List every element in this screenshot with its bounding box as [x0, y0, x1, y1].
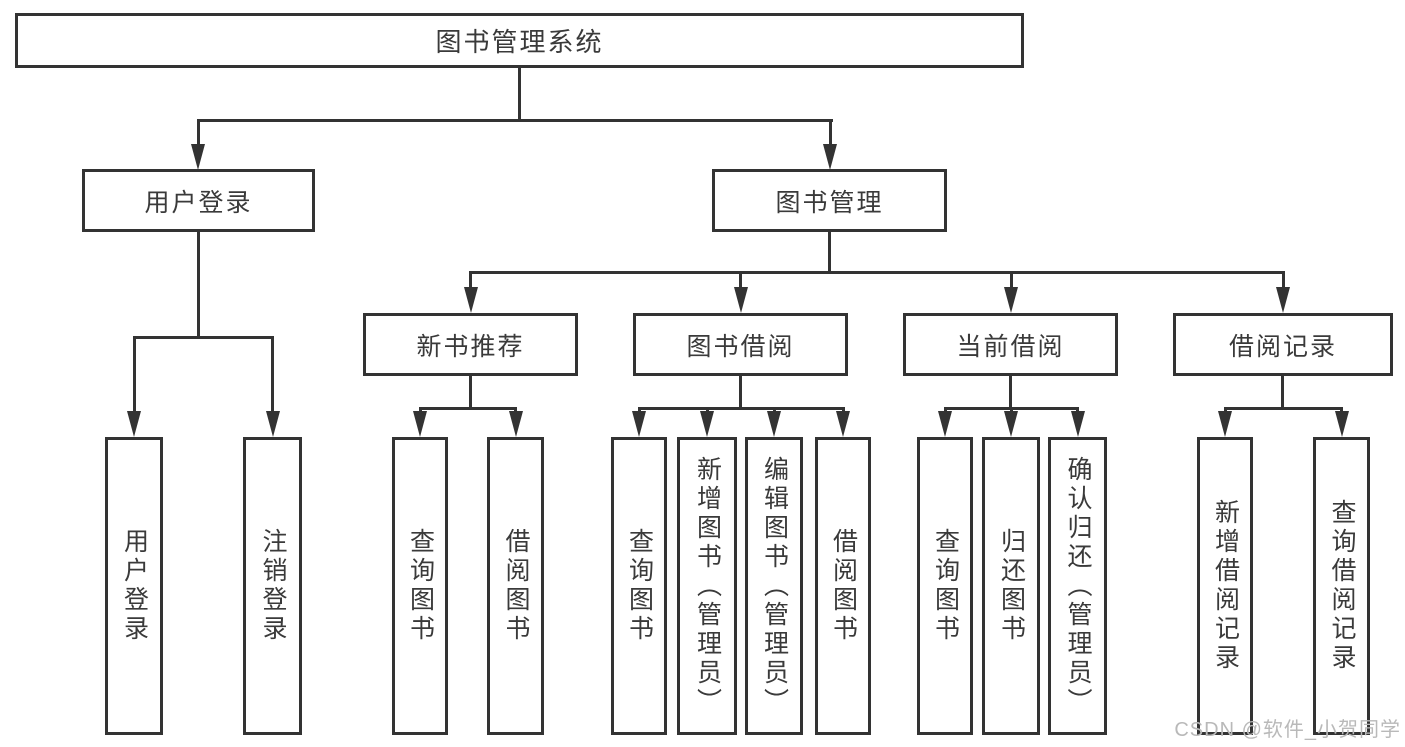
- leaf-borrow-books-borrowing: 借阅图书: [815, 437, 871, 735]
- connector-groupD-stem-2: [1340, 407, 1343, 413]
- node-label: 用户登录: [144, 188, 253, 217]
- arrowhead-icon: [413, 411, 427, 437]
- leaf-query-books-current: 查询图书: [917, 437, 973, 735]
- connector-mgmt-drop: [828, 230, 831, 274]
- leaf-borrow-books-recommend: 借阅图书: [487, 437, 544, 735]
- arrowhead-icon: [700, 411, 714, 437]
- leaf-confirm-return-admin: 确认归还（管理员）: [1048, 437, 1107, 735]
- leaf-user-login: 用户登录: [105, 437, 163, 735]
- arrowhead-icon: [1004, 411, 1018, 437]
- leaf-logout: 注销登录: [243, 437, 302, 735]
- arrowhead-icon: [266, 411, 280, 437]
- leaf-query-borrow-record: 查询借阅记录: [1313, 437, 1370, 735]
- node-label: 图书管理: [775, 188, 884, 217]
- arrowhead-icon: [836, 411, 850, 437]
- connector-login-stem-right: [271, 336, 274, 412]
- node-root-label: 图书管理系统: [435, 27, 604, 57]
- leaf-label: 新增借阅记录: [1211, 499, 1240, 673]
- leaf-label: 编辑图书（管理员）: [760, 455, 789, 717]
- connector-groupD-drop: [1281, 374, 1284, 410]
- node-label: 图书借阅: [686, 332, 795, 361]
- leaf-label: 新增图书（管理员）: [693, 455, 722, 717]
- connector-login-hline: [133, 336, 274, 339]
- connector-groupC-stem-1: [944, 407, 947, 413]
- leaf-label: 查询图书: [931, 528, 960, 644]
- connector-groupA-drop: [469, 374, 472, 410]
- leaf-label: 查询借阅记录: [1328, 499, 1356, 673]
- connector-groupA-stem-2: [514, 407, 517, 413]
- connector-mgmt-stem-1: [469, 271, 472, 289]
- connector-mgmt-hline: [469, 271, 1285, 274]
- connector-root-drop: [518, 66, 521, 122]
- arrowhead-icon: [767, 411, 781, 437]
- arrowhead-icon: [734, 287, 748, 313]
- connector-groupB-stem-2: [706, 407, 709, 413]
- arrowhead-icon: [632, 411, 646, 437]
- arrowhead-icon: [191, 144, 205, 170]
- leaf-label: 借阅图书: [829, 528, 858, 644]
- connector-groupB-stem-1: [638, 407, 641, 413]
- arrowhead-icon: [1071, 411, 1085, 437]
- leaf-label: 查询图书: [625, 528, 654, 644]
- connector-groupC-stem-2: [1010, 407, 1013, 413]
- connector-mgmt-stem-2: [739, 271, 742, 289]
- arrowhead-icon: [1276, 287, 1290, 313]
- connector-mgmt-stem-3: [1010, 271, 1013, 289]
- connector-mgmt-stem-4: [1282, 271, 1285, 289]
- connector-groupB-hline: [638, 407, 845, 410]
- leaf-add-borrow-record: 新增借阅记录: [1197, 437, 1253, 735]
- csdn-watermark: CSDN @软件_小贺同学: [1174, 719, 1401, 741]
- connector-groupA-hline: [419, 407, 517, 410]
- node-label: 新书推荐: [416, 332, 525, 361]
- node-current-borrowing: 当前借阅: [903, 313, 1118, 376]
- connector-groupD-stem-1: [1224, 407, 1227, 413]
- node-label: 当前借阅: [956, 332, 1065, 361]
- node-label: 借阅记录: [1228, 332, 1337, 361]
- arrowhead-icon: [1335, 411, 1349, 437]
- arrowhead-icon: [938, 411, 952, 437]
- leaf-edit-book-admin: 编辑图书（管理员）: [745, 437, 803, 735]
- leaf-query-books-borrowing: 查询图书: [611, 437, 667, 735]
- connector-login-stem-left: [133, 336, 136, 412]
- node-book-borrowing: 图书借阅: [633, 313, 848, 376]
- leaf-label: 归还图书: [997, 528, 1026, 644]
- leaf-label: 注销登录: [259, 528, 287, 644]
- leaf-label: 借阅图书: [502, 528, 530, 644]
- leaf-add-book-admin: 新增图书（管理员）: [677, 437, 737, 735]
- leaf-label: 确认归还（管理员）: [1064, 455, 1092, 717]
- connector-groupD-hline: [1224, 407, 1343, 410]
- connector-root-stem-left: [197, 119, 200, 145]
- connector-groupC-stem-3: [1076, 407, 1079, 413]
- connector-groupB-stem-3: [773, 407, 776, 413]
- arrowhead-icon: [1004, 287, 1018, 313]
- node-new-book-recommend: 新书推荐: [363, 313, 578, 376]
- node-root: 图书管理系统: [15, 13, 1024, 68]
- connector-root-stem-right: [829, 119, 832, 145]
- node-borrowing-records: 借阅记录: [1173, 313, 1393, 376]
- leaf-query-books-recommend: 查询图书: [392, 437, 448, 735]
- connector-groupC-drop: [1009, 374, 1012, 410]
- connector-groupB-drop: [739, 374, 742, 410]
- arrowhead-icon: [509, 411, 523, 437]
- arrowhead-icon: [127, 411, 141, 437]
- leaf-return-book: 归还图书: [982, 437, 1040, 735]
- leaf-label: 查询图书: [406, 528, 435, 644]
- connector-groupA-stem-1: [419, 407, 422, 413]
- node-user-login: 用户登录: [82, 169, 315, 232]
- connector-login-drop: [197, 230, 200, 339]
- connector-root-hline: [197, 119, 833, 122]
- leaf-label: 用户登录: [120, 528, 149, 644]
- arrowhead-icon: [464, 287, 478, 313]
- connector-groupB-stem-4: [842, 407, 845, 413]
- arrowhead-icon: [1218, 411, 1232, 437]
- node-book-management: 图书管理: [712, 169, 947, 232]
- arrowhead-icon: [823, 144, 837, 170]
